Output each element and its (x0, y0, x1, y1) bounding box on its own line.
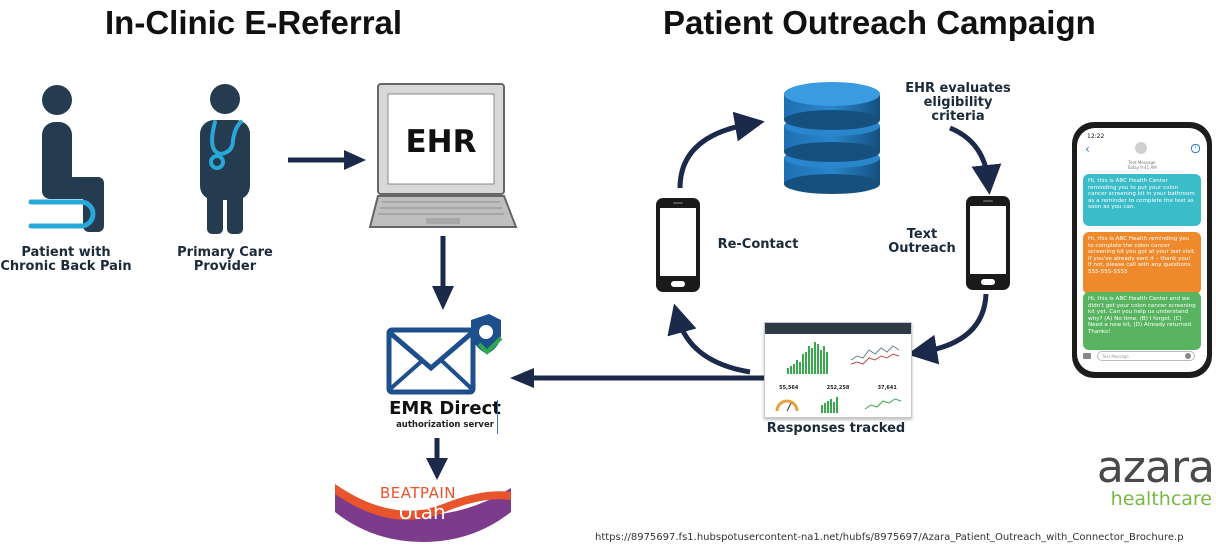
dashboard-stat: 55,564 (779, 385, 799, 391)
re-contact-label: Re-Contact (717, 237, 799, 252)
text-outreach-label: Text Outreach (888, 227, 956, 256)
arrow-to-ehr-icon (288, 150, 366, 170)
seated-patient-icon (28, 85, 104, 232)
emr-direct-label: EMR Direct (389, 398, 501, 419)
left-title: In-Clinic E-Referral (105, 4, 403, 41)
outreach-cycle-arrows (667, 111, 1002, 375)
azara-tagline: healthcare (1110, 488, 1212, 510)
arrow-down-to-beatpain-icon (426, 438, 448, 480)
mic-icon[interactable] (1185, 353, 1191, 359)
text-message-bubble: Hi, this is ABC Health Center and we did… (1083, 292, 1201, 350)
text-message-bubble: Hi, this is ABC Health reminding you to … (1083, 232, 1201, 294)
dashboard-header (765, 323, 911, 334)
database-icon (784, 82, 880, 194)
patient-label: Patient with Chronic Back Pain (0, 245, 132, 274)
back-chevron-icon[interactable]: ‹ (1085, 142, 1090, 156)
ehr-laptop-icon (368, 83, 518, 228)
phone-time: 12:22 (1087, 133, 1105, 140)
text-message-bubble: Hi, this is ABC Health Center reminding … (1083, 174, 1201, 226)
azara-logo-text: azara (1096, 442, 1215, 493)
phone-mockup: 12:22 ‹ i Text Message Today 9:41 AM Hi,… (1072, 122, 1212, 378)
arrow-down-to-emr-icon (432, 236, 454, 310)
re-contact-phone-icon (656, 198, 700, 292)
info-icon[interactable]: i (1191, 144, 1200, 153)
beatpain-text: BEATPAIN (379, 484, 457, 502)
dashboard-charts (787, 342, 900, 374)
responses-tracked-label: Responses tracked (766, 421, 906, 436)
phone-screen: 12:22 ‹ i Text Message Today 9:41 AM Hi,… (1077, 128, 1207, 372)
contact-avatar (1135, 142, 1147, 154)
right-title: Patient Outreach Campaign (663, 4, 1096, 41)
camera-icon[interactable] (1083, 353, 1091, 359)
arrow-to-emr-direct-icon (510, 368, 764, 388)
ehr-screen-text: EHR (405, 124, 477, 160)
doctor-icon (200, 84, 250, 234)
source-url[interactable]: https://8975697.fs1.hubspotusercontent-n… (595, 532, 1184, 543)
dashboard-stat: 252,258 (826, 385, 850, 391)
dashboard-stats: 55,564 252,258 37,641 (765, 385, 911, 391)
emr-divider (497, 400, 498, 434)
emr-direct-envelope-icon (386, 314, 503, 395)
message-header: Text Message Today 9:41 AM (1127, 160, 1157, 170)
dashboard-screenshot: 55,564 252,258 37,641 (764, 322, 912, 418)
provider-label: Primary Care Provider (177, 245, 273, 274)
message-input[interactable]: Text Message (1097, 351, 1195, 361)
text-outreach-phone-icon (966, 196, 1010, 290)
utah-text: Utah (398, 500, 446, 524)
dashboard-stat: 37,641 (877, 385, 897, 391)
ehr-evaluates-label: EHR evaluates eligibility criteria (905, 81, 1011, 124)
emr-direct-sublabel: authorization server (396, 420, 494, 430)
beatpain-utah-logo (335, 484, 511, 542)
dashboard-gauge-row (775, 397, 902, 413)
